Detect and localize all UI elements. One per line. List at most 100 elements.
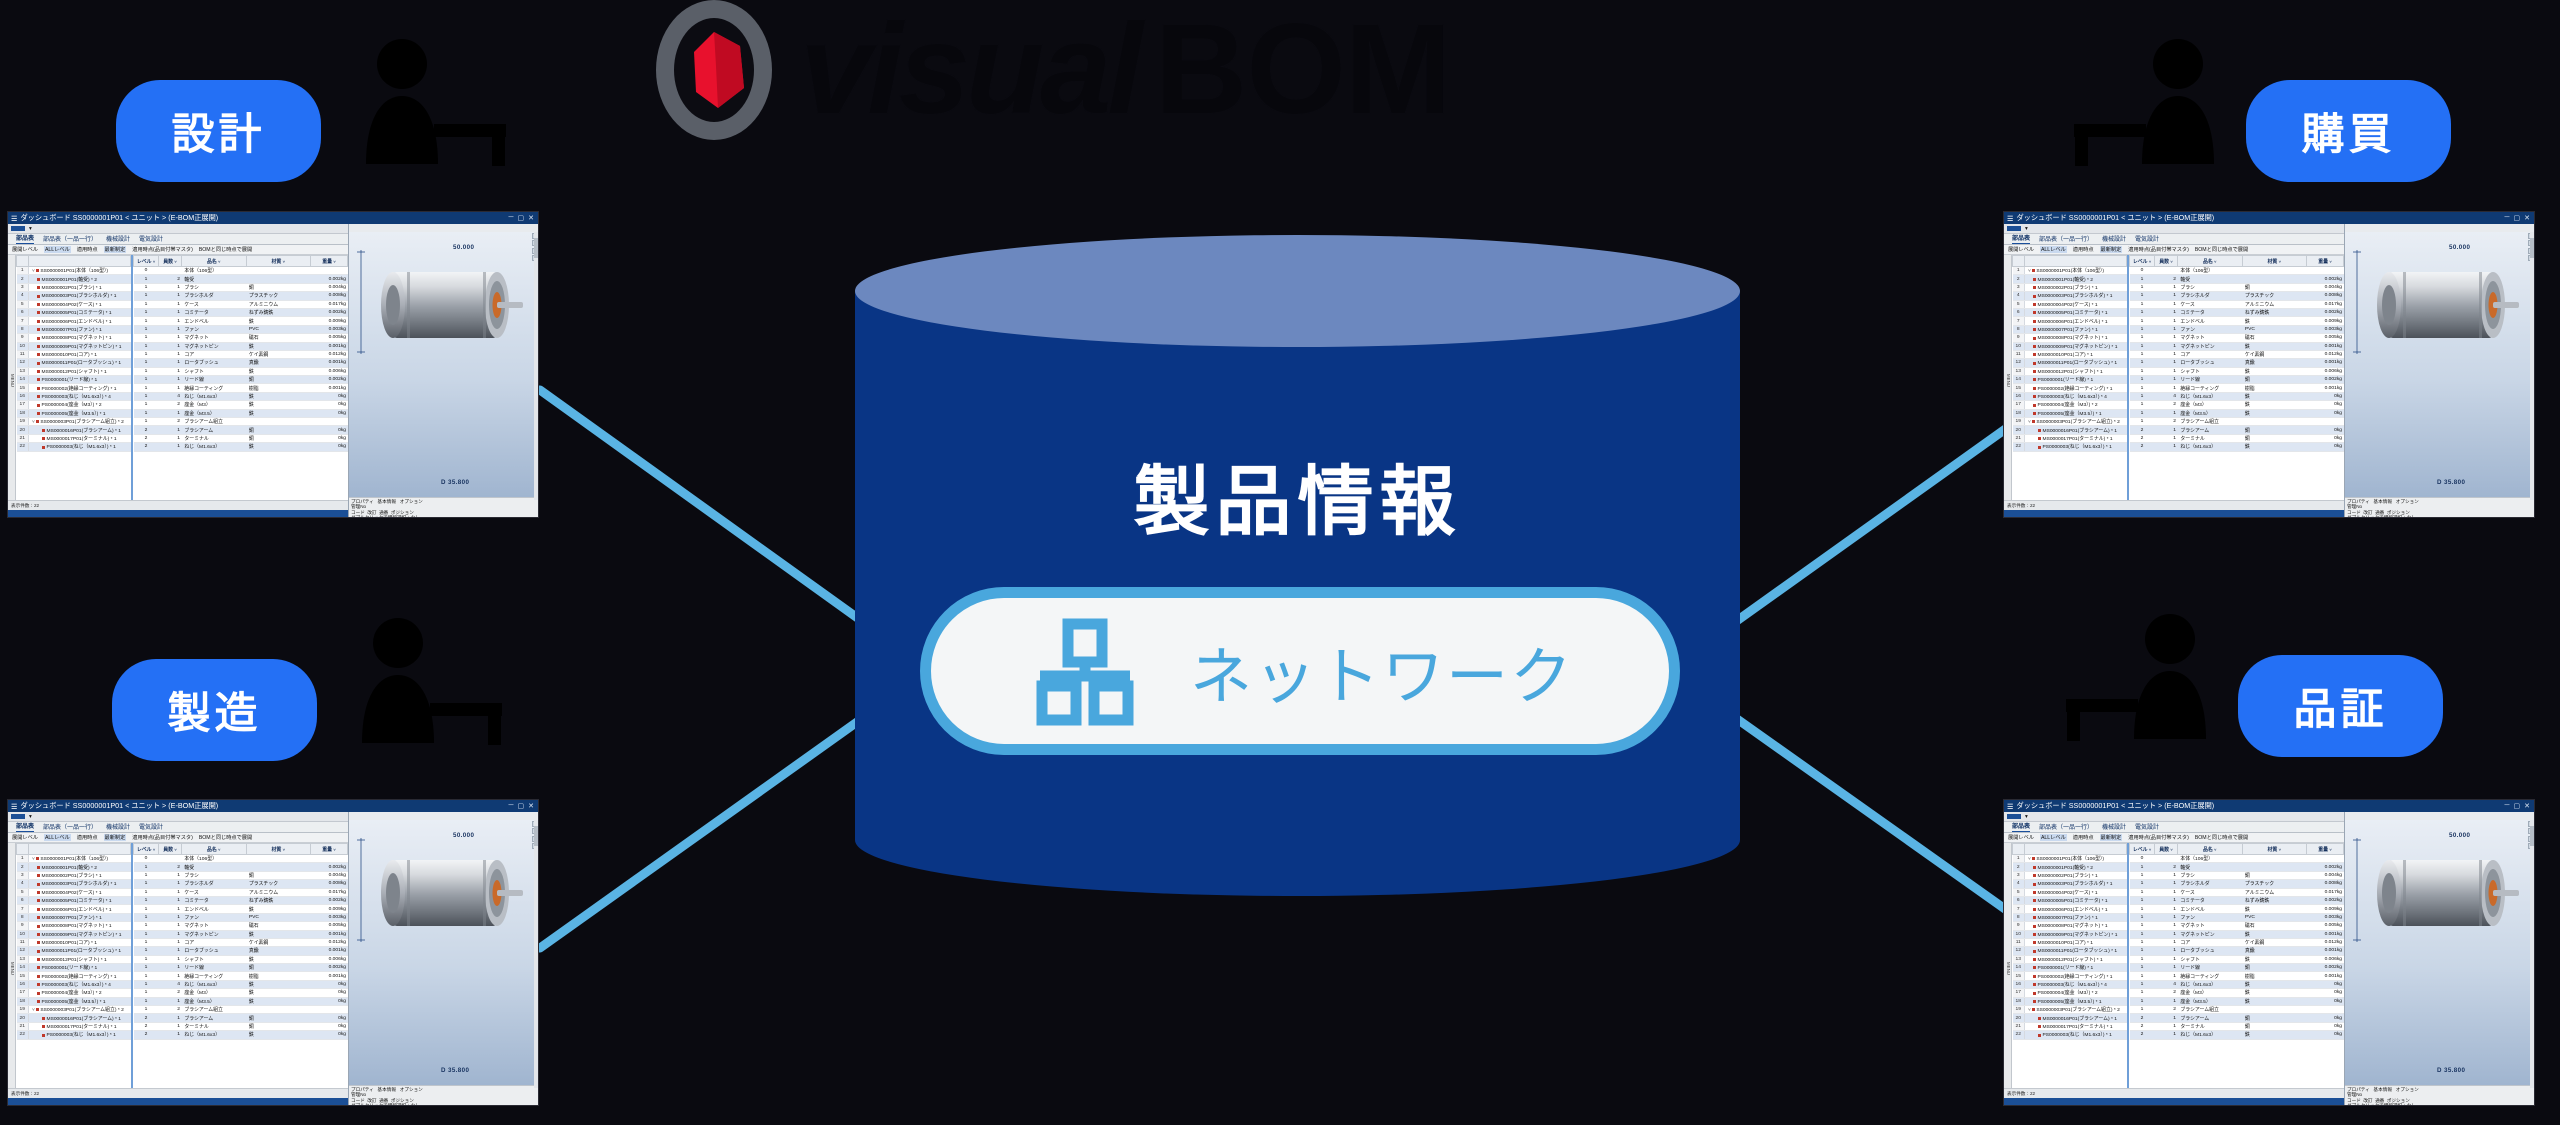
viewer-tabs[interactable]: プロパティ 基本情報 オプション [351, 1087, 536, 1092]
table-row[interactable]: 1 1 コミテータ ねずみ鋳鉄 0.002kg [2129, 308, 2344, 318]
table-row[interactable]: 7 MS0000006P01(エンドベル) * 1 [16, 316, 131, 326]
table-row[interactable]: 12 MS0000011P01(ロータブッシュ) * 1 [2012, 358, 2127, 368]
attribute-table-column[interactable]: レベル ˅員数 ˅品名 ˅材質 ˅重量 ˅ 0 本体（106型） 1 2 軸受 … [133, 255, 348, 500]
table-row[interactable]: 1 1 ブラシ 銅 0.004kg [133, 283, 348, 293]
window-controls[interactable]: ─ ▢ ✕ [2505, 214, 2534, 222]
tab-1[interactable]: 部品表（一品一行） [2039, 825, 2094, 831]
table-row[interactable]: 8 MS0000007P01(ファン) * 1 [2012, 913, 2127, 923]
table-row[interactable]: 1 1 コミテータ ねずみ鋳鉄 0.002kg [2129, 896, 2344, 906]
toolbar[interactable]: ▾ [8, 224, 348, 234]
table-row[interactable]: 4 MS0000003P01(ブラシホルダ) * 1 [2012, 879, 2127, 889]
filter-1[interactable]: ALLレベル [43, 246, 71, 253]
bom-grid[interactable]: MENU 1 ˅SS0000001P01(本体（106型）) 2 MS00000… [8, 255, 348, 500]
table-row[interactable]: 14 PS0000001(リード線) * 1 [2012, 375, 2127, 385]
table-row[interactable]: 6 MS0000005P01(コミテータ) * 1 [2012, 896, 2127, 906]
part-tree-column[interactable]: 1 ˅SS0000001P01(本体（106型）) 2 MS0000001P01… [16, 255, 133, 500]
table-row[interactable]: 2 1 ねじ（M1.6x3） 鉄 0kg [133, 1030, 348, 1040]
table-row[interactable]: 1 2 軸受 0.002kg [133, 862, 348, 872]
attribute-table[interactable]: レベル ˅員数 ˅品名 ˅材質 ˅重量 ˅ 0 本体（106型） 1 2 軸受 … [2129, 255, 2344, 452]
col-header-0[interactable]: レベル ˅ [133, 255, 159, 267]
viewer-tab-basic[interactable]: 基本情報 [2373, 1087, 2392, 1092]
table-row[interactable]: 3 MS0000002P01(ブラシ) * 1 [2012, 871, 2127, 881]
table-row[interactable]: 1 2 軸受 0.002kg [133, 274, 348, 284]
table-row[interactable]: 19 ˅SS0000003P01(ブラシアーム組立) * 2 [2012, 417, 2127, 427]
table-row[interactable]: 2 1 ブラシアーム 銅 0kg [2129, 425, 2344, 435]
viewer-checkbox-label[interactable]: ダブルクリックで明細選択：なし [351, 1103, 536, 1105]
viewer-property-panel[interactable]: プロパティ 基本情報 オプション 管理No コード 改訂 通番 ポジション ダブ… [349, 497, 538, 517]
table-row[interactable]: 1 1 コミテータ ねずみ鋳鉄 0.002kg [133, 308, 348, 318]
part-tree-table[interactable]: 1 ˅SS0000001P01(本体（106型）) 2 MS0000001P01… [16, 255, 131, 452]
table-row[interactable]: 19 ˅SS0000003P01(ブラシアーム組立) * 2 [16, 417, 131, 427]
badge-manufacturing[interactable]: 製造 [112, 659, 317, 761]
viewer-tab-properties[interactable]: プロパティ [2347, 1087, 2370, 1092]
table-row[interactable]: 20 MS0000016P01(ブラシアーム) * 1 [2012, 425, 2127, 435]
table-row[interactable]: 9 MS0000008P01(マグネット) * 1 [16, 333, 131, 343]
table-row[interactable]: 22 PS0000003(ねじ（M1.6x3）) * 1 [16, 1030, 131, 1040]
viewer-tab-options[interactable]: オプション [399, 1087, 423, 1092]
table-row[interactable]: 1 2 座金（M3） 鉄 0kg [2129, 400, 2344, 410]
table-row[interactable]: 16 PS0000003(ねじ（M1.6x3）) * 4 [16, 392, 131, 402]
model-viewer-pane[interactable]: 50.000 D 35.800 プロパティ [2344, 812, 2534, 1105]
table-row[interactable]: 1 ˅SS0000001P01(本体（106型）) [16, 854, 131, 864]
viewer-tab-options[interactable]: オプション [2395, 499, 2419, 504]
viewer-checkbox-label[interactable]: ダブルクリックで明細選択：なし [2347, 515, 2532, 517]
tab-0[interactable]: 部品表 [16, 821, 35, 832]
table-row[interactable]: 11 MS0000010P01(コア) * 1 [2012, 938, 2127, 948]
table-row[interactable]: 1 1 マグネット 磁石 0.005kg [2129, 333, 2344, 343]
table-row[interactable]: 16 PS0000003(ねじ（M1.6x3）) * 4 [2012, 980, 2127, 990]
filter-3[interactable]: 最新制定 [103, 246, 127, 253]
part-tree-column[interactable]: 1 ˅SS0000001P01(本体（106型）) 2 MS0000001P01… [16, 843, 133, 1088]
tab-1[interactable]: 部品表（一品一行） [2039, 237, 2094, 243]
table-row[interactable]: 1 2 ブラシアーム組立 [133, 417, 348, 427]
table-row[interactable]: 22 PS0000003(ねじ（M1.6x3）) * 1 [2012, 442, 2127, 452]
viewer-property-panel[interactable]: プロパティ 基本情報 オプション 管理No コード 改訂 通番 ポジション ダブ… [2345, 1085, 2534, 1105]
minimize-icon[interactable]: ─ [508, 214, 514, 221]
table-row[interactable]: 1 2 軸受 0.002kg [2129, 862, 2344, 872]
table-row[interactable]: 1 2 ブラシアーム組立 [2129, 1005, 2344, 1015]
attribute-table[interactable]: レベル ˅員数 ˅品名 ˅材質 ˅重量 ˅ 0 本体（106型） 1 2 軸受 … [2129, 843, 2344, 1040]
filter-1[interactable]: ALLレベル [2039, 246, 2067, 253]
badge-design[interactable]: 設計 [116, 80, 321, 182]
table-row[interactable]: 11 MS0000010P01(コア) * 1 [16, 938, 131, 948]
col-header-2[interactable]: 品名 ˅ [2177, 255, 2243, 267]
toolbar-block-icon[interactable] [2007, 814, 2021, 819]
col-header-1[interactable]: 員数 ˅ [2154, 843, 2178, 855]
minimize-icon[interactable]: ─ [508, 802, 514, 809]
table-row[interactable]: 22 PS0000003(ねじ（M1.6x3）) * 1 [2012, 1030, 2127, 1040]
table-row[interactable]: 1 1 シャフト 鉄 0.006kg [2129, 955, 2344, 965]
table-row[interactable]: 1 1 エンドベル 鉄 0.009kg [2129, 316, 2344, 326]
viewer-tab-options[interactable]: オプション [399, 499, 423, 504]
table-row[interactable]: 1 ˅SS0000001P01(本体（106型）) [16, 266, 131, 276]
filter-2[interactable]: 適用時点 [2072, 835, 2094, 841]
viewer-checkbox-label[interactable]: ダブルクリックで明細選択：なし [351, 515, 536, 517]
tab-2[interactable]: 機械設計 [106, 825, 131, 831]
col-header-3[interactable]: 材質 ˅ [245, 843, 311, 855]
table-row[interactable]: 10 MS0000009P01(マグネットピン) * 1 [2012, 930, 2127, 939]
table-row[interactable]: 1 1 絶縁コーティング 樹脂 0.001kg [2129, 971, 2344, 981]
maximize-icon[interactable]: ▢ [517, 215, 525, 222]
table-row[interactable]: 17 PS0000004(座金（M3）) * 2 [16, 400, 131, 410]
col-header-0[interactable]: レベル ˅ [2129, 255, 2155, 267]
table-row[interactable]: 1 1 リード線 銅 0.002kg [133, 375, 348, 385]
viewer-scrollbar[interactable] [2530, 232, 2534, 500]
table-row[interactable]: 1 1 ブラシホルダ プラスチック 0.008kg [133, 879, 348, 889]
attribute-table-column[interactable]: レベル ˅員数 ˅品名 ˅材質 ˅重量 ˅ 0 本体（106型） 1 2 軸受 … [2129, 843, 2344, 1088]
table-row[interactable]: 1 1 ブラシホルダ プラスチック 0.008kg [133, 291, 348, 301]
table-row[interactable]: 2 1 ねじ（M1.6x3） 鉄 0kg [133, 442, 348, 452]
table-row[interactable]: 14 PS0000001(リード線) * 1 [16, 375, 131, 385]
table-row[interactable]: 1 1 コア ケイ素鋼 0.012kg [2129, 938, 2344, 948]
col-header-1[interactable]: 員数 ˅ [158, 843, 182, 855]
table-row[interactable]: 1 1 ケース アルミニウム 0.017kg [133, 888, 348, 897]
attribute-table-column[interactable]: レベル ˅員数 ˅品名 ˅材質 ˅重量 ˅ 0 本体（106型） 1 2 軸受 … [133, 843, 348, 1088]
tab-3[interactable]: 電気設計 [2135, 825, 2160, 831]
tab-3[interactable]: 電気設計 [2135, 237, 2160, 243]
toolbar-caret-icon[interactable]: ▾ [29, 813, 32, 820]
table-row[interactable]: 1 1 エンドベル 鉄 0.009kg [133, 904, 348, 914]
window-titlebar[interactable]: ☰ ダッシュボード SS0000001P01 < ユニット > (E-BOM正展… [2004, 800, 2534, 812]
filter-3[interactable]: 最新制定 [2099, 246, 2123, 253]
filter-5[interactable]: BOMと同じ時点で展開 [2194, 247, 2249, 253]
window-menu-icon[interactable]: ☰ [2007, 213, 2014, 223]
filter-2[interactable]: 適用時点 [2072, 247, 2094, 253]
view-tabs[interactable]: 部品表部品表（一品一行）機械設計電気設計 [2004, 822, 2344, 833]
table-row[interactable]: 1 1 座金（M3.5） 鉄 0kg [133, 409, 348, 419]
